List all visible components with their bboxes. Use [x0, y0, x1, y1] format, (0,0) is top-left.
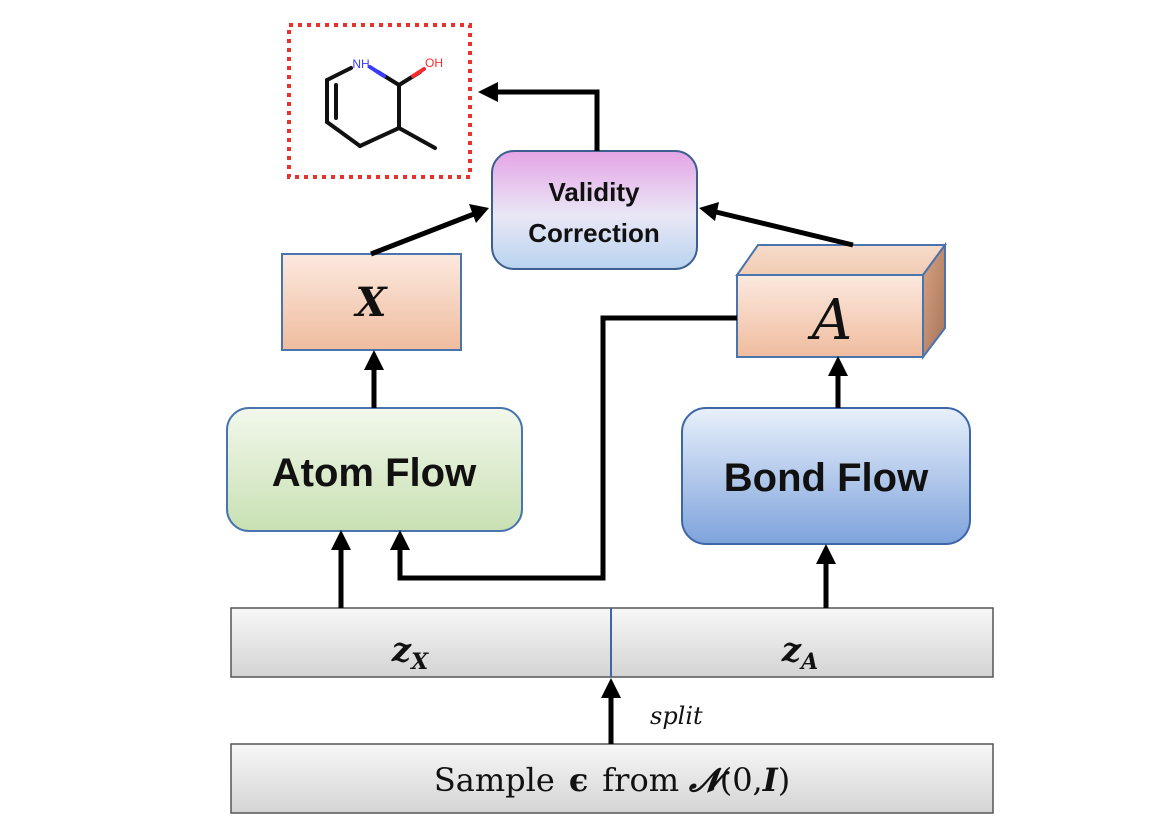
za-sub: A: [799, 649, 818, 675]
split-label: split: [650, 702, 703, 730]
sample-args-i: I: [762, 761, 779, 799]
za-base: z: [781, 630, 802, 670]
arrow-a-to-validity: [715, 209, 854, 248]
connectors: [338, 89, 854, 744]
atom-oh-label: OH: [425, 56, 443, 70]
arrow-validity-to-molecule: [496, 89, 600, 151]
x-label: X: [352, 279, 388, 326]
bond-flow-label: Bond Flow: [724, 456, 929, 500]
sample-epsilon: ϵ: [569, 761, 588, 799]
zx-label: zX: [391, 630, 429, 675]
za-label: zA: [781, 630, 818, 675]
sample-prefix: Sample: [434, 761, 555, 799]
validity-label-line1: Validity: [548, 177, 640, 207]
a-box: A: [735, 241, 947, 360]
atom-flow-box: Atom Flow: [226, 407, 523, 532]
molecule-structure: [325, 65, 437, 150]
validity-label-line2: Correction: [528, 218, 659, 248]
x-box: X: [281, 253, 462, 351]
arrow-x-to-validity: [370, 211, 475, 257]
a-label: A: [807, 288, 852, 353]
sample-from: from: [602, 761, 679, 799]
latent-row: zX zA: [230, 607, 994, 678]
atom-nh-label: NH: [352, 57, 369, 71]
bond-flow-box: Bond Flow: [681, 407, 971, 545]
arrow-a-to-atom-flow: [397, 315, 737, 581]
molecule-dotted-border: [287, 23, 472, 179]
atom-flow-label: Atom Flow: [272, 451, 477, 495]
validity-correction-box: Validity Correction: [491, 150, 698, 270]
molecule-output: NH OH: [287, 23, 472, 179]
zx-base: z: [391, 630, 412, 670]
sample-args-close: ): [778, 761, 790, 799]
zx-sub: X: [409, 649, 429, 675]
sample-args-open: (0,: [720, 761, 763, 799]
arrowheads: [331, 82, 848, 698]
